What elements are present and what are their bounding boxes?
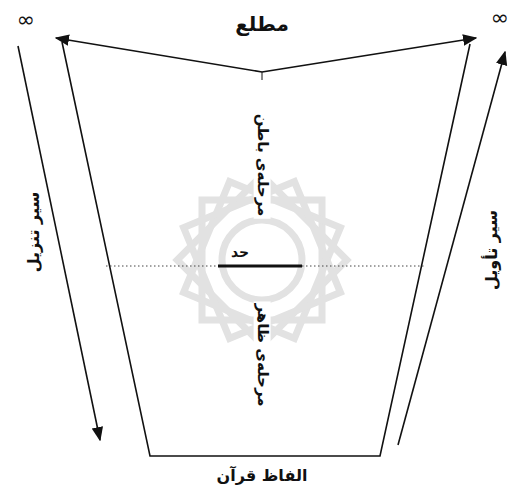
- top-title: مطلع: [233, 13, 291, 36]
- boundary-thick-line: [218, 265, 302, 268]
- top-arrows: [56, 38, 476, 72]
- descent-arrow: [18, 46, 100, 440]
- infinity-symbol: ∞: [489, 5, 511, 30]
- trapezoid-outline: [62, 42, 470, 456]
- infinity-symbol: ∞: [15, 7, 37, 32]
- stage-label: مرحله‌ی ظاهر: [253, 301, 270, 408]
- boundary-label: حد: [229, 244, 251, 260]
- axis-line: [262, 72, 263, 80]
- ascent-arrow: [398, 52, 505, 445]
- side-label: سیر تأویل: [483, 208, 501, 292]
- bottom-label: الفاظ قرآن: [215, 467, 310, 485]
- side-label: سیر تنزیل: [25, 190, 43, 275]
- boundary-dotted-line: [106, 266, 424, 267]
- stage-label: مرحله‌ی باطن: [253, 112, 270, 219]
